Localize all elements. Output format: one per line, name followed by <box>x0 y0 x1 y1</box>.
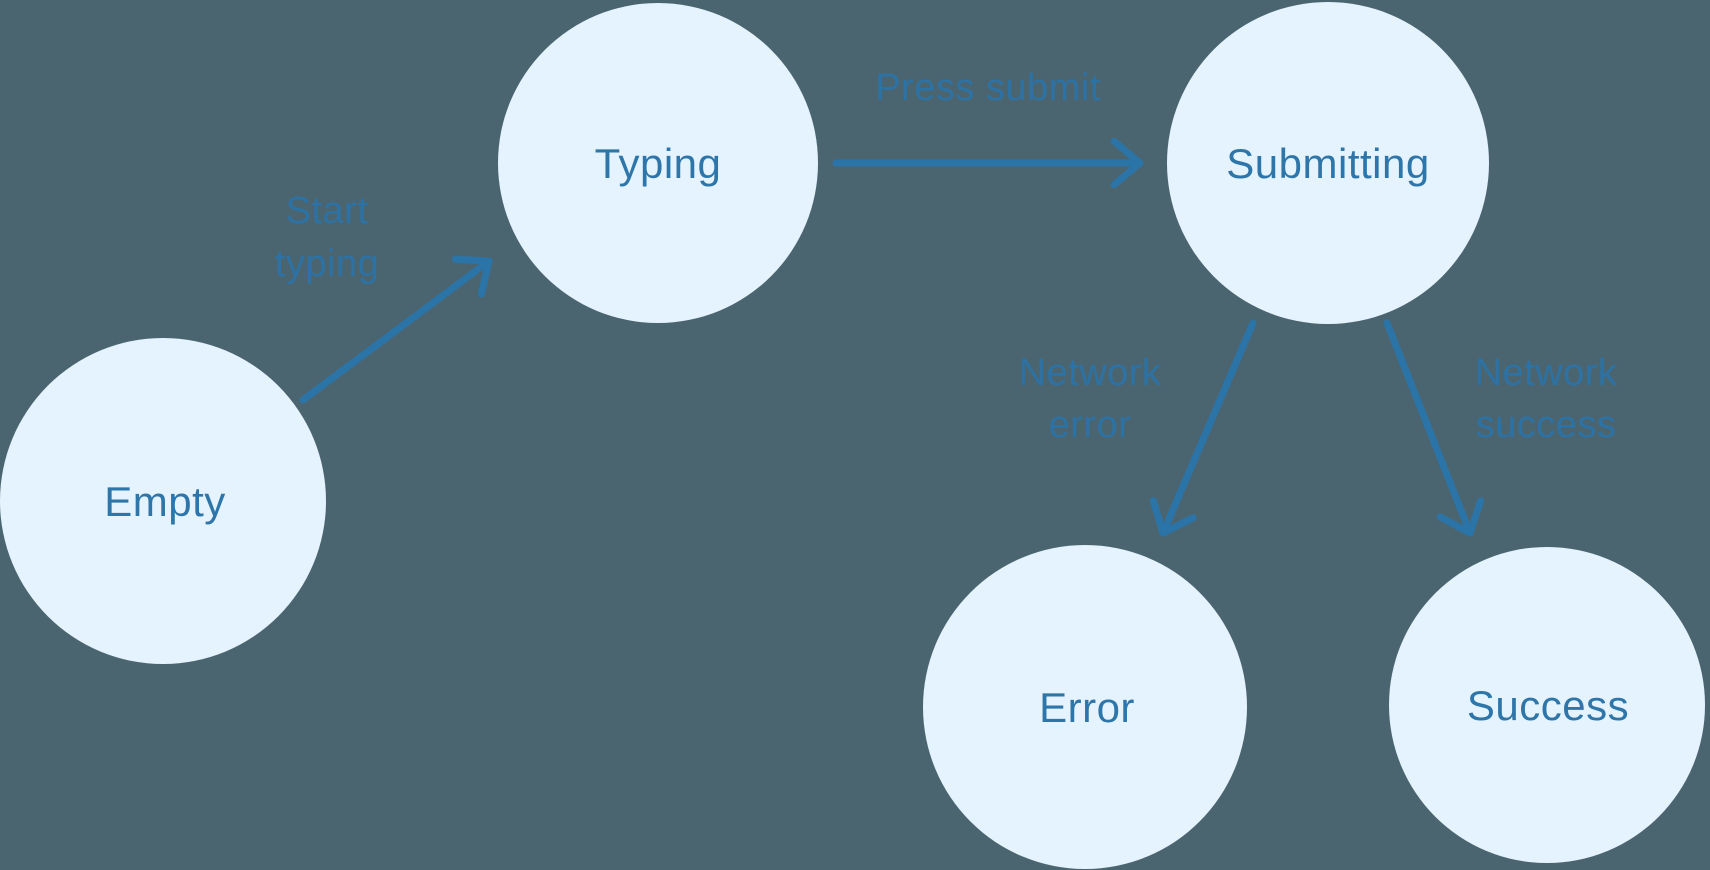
state-label-typing: Typing <box>595 140 722 187</box>
transition-label-network-success-line2: success <box>1476 404 1617 446</box>
transition-label-network-error-line2: error <box>1049 404 1132 446</box>
state-node-error: Error <box>923 545 1247 869</box>
transition-label-network-success-line1: Network <box>1475 352 1618 394</box>
state-node-empty: Empty <box>0 338 326 664</box>
transition-label-network-error-line1: Network <box>1019 352 1162 394</box>
state-label-empty: Empty <box>104 478 226 525</box>
state-label-success: Success <box>1467 682 1629 729</box>
state-node-success: Success <box>1389 547 1705 863</box>
state-node-submitting: Submitting <box>1167 2 1489 324</box>
transition-arrow-network-error <box>1149 319 1257 537</box>
transition-empty-to-typing: Start typing <box>275 190 493 404</box>
state-node-typing: Typing <box>498 3 818 323</box>
transition-label-start-typing-line1: Start <box>286 190 369 232</box>
state-circle-error <box>923 545 1247 869</box>
transition-arrow-start-typing <box>299 255 493 404</box>
transition-label-press-submit: Press submit <box>875 67 1101 109</box>
state-circle-empty <box>0 338 326 664</box>
state-label-error: Error <box>1039 684 1135 731</box>
transition-typing-to-submitting: Press submit <box>832 67 1144 189</box>
transition-submitting-to-error: Network error <box>1019 319 1257 537</box>
transition-arrow-network-success <box>1383 319 1485 537</box>
state-circle-submitting <box>1167 2 1489 324</box>
state-label-submitting: Submitting <box>1226 140 1429 187</box>
state-circle-typing <box>498 3 818 323</box>
transition-submitting-to-success: Network success <box>1383 319 1618 537</box>
transition-label-start-typing-line2: typing <box>275 243 379 285</box>
state-circle-success <box>1389 547 1705 863</box>
